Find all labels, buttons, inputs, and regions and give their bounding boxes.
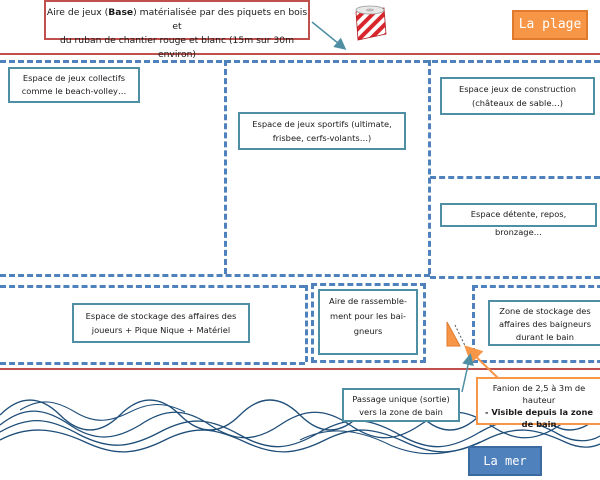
ruban-top — [0, 53, 600, 55]
mer-label: La mer — [468, 446, 542, 476]
zone-stockage-joueurs: Espace de stockage des affaires des joue… — [72, 303, 250, 343]
dash-stockage-baigneurs — [472, 285, 600, 363]
fanion-box: Fanion de 2,5 à 3m de hauteur - Visible … — [476, 377, 600, 429]
dash-right-mid — [430, 176, 600, 179]
title-line1-post: ) matérialisée par des piquets en bois e… — [133, 7, 308, 32]
dash-lower-top — [0, 285, 305, 288]
plage-label: La plage — [512, 10, 588, 40]
zone-jeux-sportifs: Espace de jeux sportifs (ultimate, frisb… — [238, 112, 406, 150]
title-line2: du ruban de chantier rouge et blanc (15m… — [59, 35, 295, 60]
zone-jeux-collectifs: Espace de jeux collectifs comme le beach… — [8, 67, 140, 103]
zone-jeux-construction: Espace jeux de construction (châteaux de… — [440, 77, 595, 115]
zone-rassemblement: Aire de rassemble- ment pour les bai- gn… — [318, 289, 418, 355]
dash-right-low — [430, 276, 600, 279]
passage-unique: Passage unique (sortie) vers la zone de … — [342, 388, 460, 422]
ruban-bottom — [0, 368, 600, 370]
zone-detente: Espace détente, repos, bronzage… — [440, 203, 597, 237]
fanion-line1: Fanion de 2,5 à 3m de hauteur — [492, 383, 586, 405]
dash-vertical-3 — [305, 285, 308, 362]
title-box: Aire de jeux (Base) matérialisée par des… — [44, 0, 310, 60]
title-line1-bold: Base — [108, 7, 134, 18]
dash-vertical-2 — [428, 60, 431, 274]
dash-vertical-1 — [224, 60, 227, 274]
dash-top — [0, 60, 600, 63]
fanion-line2: - Visible depuis la zone de bain — [484, 407, 593, 429]
zone-stockage-baigneurs: Zone de stockage des affaires des baigne… — [488, 300, 600, 346]
dash-rassemblement — [311, 283, 426, 363]
ruban-de-chantier-icon — [355, 5, 387, 41]
dash-lower-bottom — [0, 362, 305, 365]
title-line1-pre: Aire de jeux ( — [46, 7, 109, 18]
dash-middle — [0, 274, 430, 277]
